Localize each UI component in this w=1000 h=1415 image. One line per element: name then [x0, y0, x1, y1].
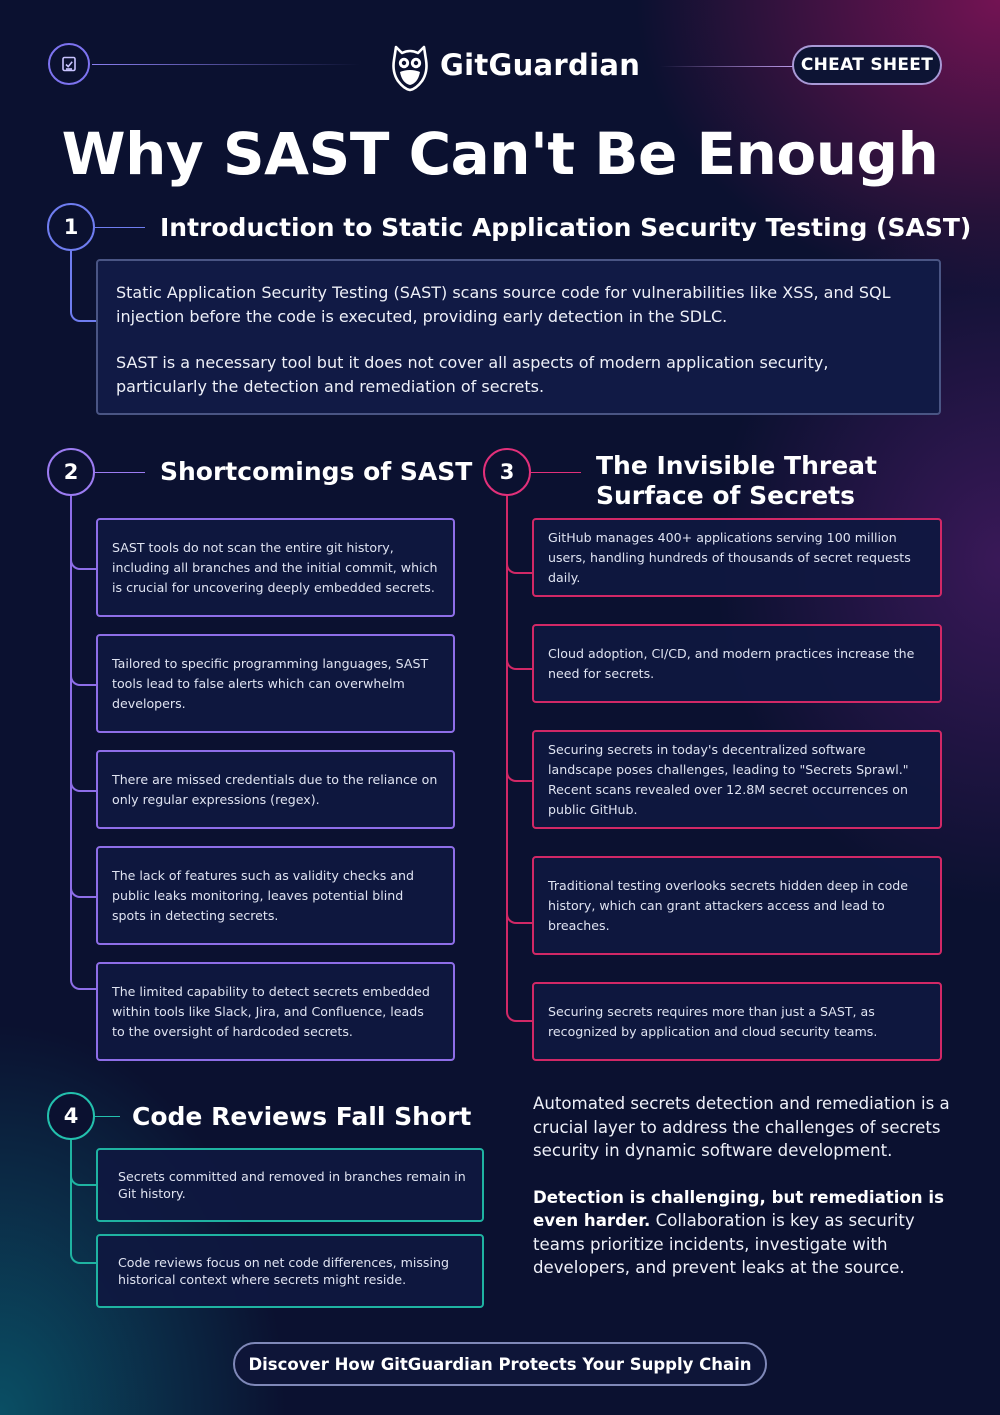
section-3-branch	[506, 910, 533, 924]
section-3-branch	[506, 656, 533, 670]
code-review-item: Secrets committed and removed in branche…	[96, 1148, 484, 1222]
closing-rest: Collaboration is key as security teams p…	[533, 1211, 915, 1277]
section-2-line	[70, 496, 72, 976]
page-title: Why SAST Can't Be Enough	[61, 120, 939, 188]
intro-box: Static Application Security Testing (SAS…	[96, 259, 941, 415]
checklist-icon	[48, 43, 90, 85]
closing-text: Automated secrets detection and remediat…	[533, 1092, 953, 1280]
section-1-branch	[70, 308, 97, 322]
section-1-number: 1	[47, 203, 95, 251]
section-4-number: 4	[47, 1092, 95, 1140]
section-3-connector	[531, 472, 581, 473]
section-2-branch	[70, 672, 97, 686]
section-2-branch	[70, 778, 97, 792]
threat-item: Cloud adoption, CI/CD, and modern practi…	[532, 624, 942, 703]
section-3-branch	[506, 560, 533, 574]
section-2-branch	[70, 556, 97, 570]
section-4-title: Code Reviews Fall Short	[132, 1102, 472, 1131]
closing-paragraph: Detection is challenging, but remediatio…	[533, 1186, 953, 1280]
header-divider-right	[660, 66, 794, 67]
shortcoming-item: The limited capability to detect secrets…	[96, 962, 455, 1061]
shortcoming-item: The lack of features such as validity ch…	[96, 846, 455, 945]
code-review-item: Code reviews focus on net code differenc…	[96, 1234, 484, 1308]
supply-chain-cta-button[interactable]: Discover How GitGuardian Protects Your S…	[233, 1342, 767, 1386]
threat-item: Securing secrets in today's decentralize…	[532, 730, 942, 829]
section-3-line	[506, 496, 508, 1010]
section-2-branch	[70, 884, 97, 898]
shortcoming-item: Tailored to specific programming languag…	[96, 634, 455, 733]
owl-logo-icon	[392, 45, 428, 92]
threat-item: Traditional testing overlooks secrets hi…	[532, 856, 942, 955]
closing-paragraph: Automated secrets detection and remediat…	[533, 1094, 950, 1160]
section-2-connector	[95, 472, 145, 473]
closing-bold: Detection is challenging, but remediatio…	[533, 1187, 944, 1231]
section-4-connector	[95, 1116, 120, 1117]
section-1-connector	[95, 227, 145, 228]
section-1-line	[70, 251, 72, 309]
section-2-branch	[70, 976, 97, 990]
intro-paragraph: SAST is a necessary tool but it does not…	[116, 353, 829, 396]
section-3-number: 3	[483, 448, 531, 496]
section-4-branch	[70, 1172, 97, 1186]
threat-item: Securing secrets requires more than just…	[532, 982, 942, 1061]
section-2-number: 2	[47, 448, 95, 496]
section-3-title: The Invisible Threat Surface of Secrets	[596, 451, 878, 510]
shortcoming-item: SAST tools do not scan the entire git hi…	[96, 518, 455, 617]
header-divider-left	[92, 64, 360, 65]
section-1-title: Introduction to Static Application Secur…	[160, 213, 972, 242]
shortcoming-item: There are missed credentials due to the …	[96, 750, 455, 829]
section-3-branch	[506, 1008, 533, 1022]
section-4-branch	[70, 1250, 97, 1264]
intro-paragraph: Static Application Security Testing (SAS…	[116, 283, 891, 326]
section-2-title: Shortcomings of SAST	[160, 457, 473, 486]
cheat-sheet-badge: CHEAT SHEET	[792, 45, 942, 85]
section-3-branch	[506, 768, 533, 782]
threat-item: GitHub manages 400+ applications serving…	[532, 518, 942, 597]
logo-text: GitGuardian	[440, 48, 641, 82]
section-4-line	[70, 1140, 72, 1250]
gitguardian-logo: GitGuardian	[388, 38, 640, 92]
